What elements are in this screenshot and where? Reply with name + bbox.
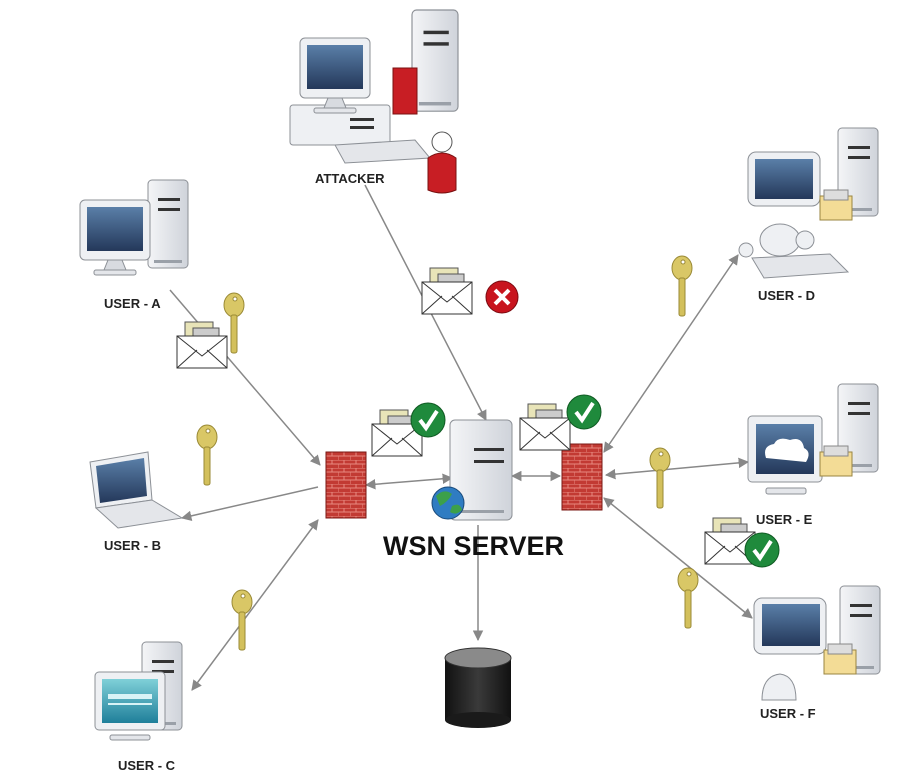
user-f-label: USER - F <box>760 706 816 721</box>
cloud-icon <box>765 438 809 462</box>
node-user-d: USER - D <box>738 127 879 303</box>
globe-icon <box>431 486 465 520</box>
folder-icon <box>823 643 857 675</box>
server-label: WSN SERVER <box>383 531 564 561</box>
link-firewall-userf <box>603 497 753 619</box>
envelope-icon <box>176 321 228 369</box>
link-firewall-userd <box>603 254 739 453</box>
node-user-f: USER - F <box>753 585 881 721</box>
link-userb-firewall <box>180 486 319 522</box>
user-e-label: USER - E <box>756 512 813 527</box>
laptop-keyboard <box>94 499 184 529</box>
rejected-message <box>421 267 519 315</box>
node-user-e: USER - E <box>747 383 879 527</box>
book-icon <box>392 67 418 115</box>
link-firewall-usere <box>604 457 750 480</box>
envelope-icon <box>519 403 571 451</box>
node-user-a: USER - A <box>79 179 189 311</box>
check-icon <box>565 393 603 431</box>
node-user-b: USER - B <box>89 451 184 553</box>
link-userc-firewall <box>191 519 319 691</box>
check-icon <box>743 531 781 569</box>
link-firewall-server <box>364 473 454 490</box>
check-icon <box>409 401 447 439</box>
user-d-label: USER - D <box>758 288 815 303</box>
user-a-label: USER - A <box>104 296 161 311</box>
attacker-person-icon <box>427 131 457 194</box>
key-icon <box>649 447 671 509</box>
key-icon <box>196 424 218 486</box>
key-icon <box>677 567 699 629</box>
database-icon <box>444 647 512 728</box>
user-b-label: USER - B <box>104 538 161 553</box>
connections <box>169 184 753 691</box>
link-usera-firewall <box>169 289 321 466</box>
user-c-label: USER - C <box>118 758 176 773</box>
attacker-label: ATTACKER <box>315 171 385 186</box>
key-icon <box>671 255 693 317</box>
node-wsn-server: WSN SERVER <box>383 419 564 561</box>
firewall-icon-left <box>325 451 367 519</box>
folder-icon <box>819 445 853 477</box>
key-icon <box>231 589 253 651</box>
node-attacker: ATTACKER <box>289 9 459 194</box>
envelope-icon <box>421 267 473 315</box>
firewall-icon-right <box>561 443 603 511</box>
folder-icon <box>819 189 853 221</box>
x-icon <box>485 280 519 314</box>
node-user-c: USER - C <box>94 641 183 773</box>
